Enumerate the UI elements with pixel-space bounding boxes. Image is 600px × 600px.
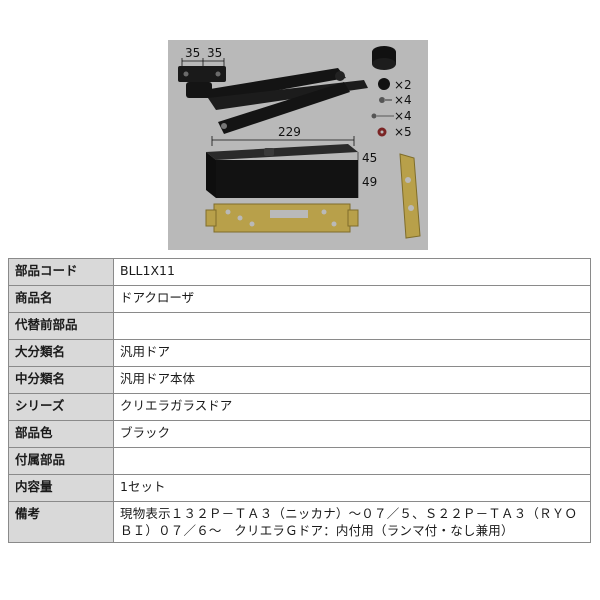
spec-value bbox=[113, 312, 591, 340]
accessory-qty-washer: ×5 bbox=[394, 125, 412, 139]
dim-body-length: 229 bbox=[278, 125, 301, 139]
spec-value: 1セット bbox=[113, 474, 591, 502]
spec-key: 備考 bbox=[8, 501, 114, 543]
spec-key: 部品色 bbox=[8, 420, 114, 448]
spec-key: 内容量 bbox=[8, 474, 114, 502]
spec-row-part-code: 部品コード BLL1X11 bbox=[8, 258, 591, 286]
spec-key: 代替前部品 bbox=[8, 312, 114, 340]
spec-row-product-name: 商品名 ドアクローザ bbox=[8, 285, 591, 313]
product-photo: 35 35 ×2 bbox=[168, 40, 428, 250]
spec-value: BLL1X11 bbox=[113, 258, 591, 286]
dim-body-height-a: 45 bbox=[362, 151, 377, 165]
mounting-plate bbox=[205, 203, 359, 233]
accessory-cap bbox=[372, 46, 396, 70]
spec-value: 汎用ドア bbox=[113, 339, 591, 367]
dim-arm-spacing-b: 35 bbox=[207, 46, 222, 60]
spec-key: 大分類名 bbox=[8, 339, 114, 367]
spec-table: 部品コード BLL1X11 商品名 ドアクローザ 代替前部品 大分類名 汎用ドア… bbox=[8, 258, 591, 543]
dim-arm-spacing-a: 35 bbox=[185, 46, 200, 60]
spec-value: クリエラガラスドア bbox=[113, 393, 591, 421]
spec-value: ブラック bbox=[113, 420, 591, 448]
closer-body bbox=[206, 144, 358, 198]
washer-icon bbox=[377, 127, 387, 137]
spec-key: シリーズ bbox=[8, 393, 114, 421]
spec-value bbox=[113, 447, 591, 475]
closer-arms bbox=[204, 68, 368, 134]
spec-row-color: 部品色 ブラック bbox=[8, 420, 591, 448]
spec-row-middle-category: 中分類名 汎用ドア本体 bbox=[8, 366, 591, 394]
screw-icon bbox=[379, 97, 392, 103]
door-closer-illustration: 35 35 ×2 bbox=[178, 46, 421, 239]
spec-row-replaced-part: 代替前部品 bbox=[8, 312, 591, 340]
accessory-qty-long-screw: ×4 bbox=[394, 109, 412, 123]
spec-value: ドアクローザ bbox=[113, 285, 591, 313]
arm-bracket bbox=[178, 66, 226, 98]
spec-row-series: シリーズ クリエラガラスドア bbox=[8, 393, 591, 421]
spec-value: 汎用ドア本体 bbox=[113, 366, 591, 394]
accessory-qty-cap: ×2 bbox=[394, 78, 412, 92]
spec-row-major-category: 大分類名 汎用ドア bbox=[8, 339, 591, 367]
spec-key: 付属部品 bbox=[8, 447, 114, 475]
spec-key: 商品名 bbox=[8, 285, 114, 313]
adjusting-wrench bbox=[399, 153, 421, 239]
spec-value: 現物表示１３２Ｐ－ＴＡ３（ニッカナ）～０７／５、Ｓ２２Ｐ－ＴＡ３（ＲＹＯＢＩ）０… bbox=[113, 501, 591, 543]
spec-row-accessory-parts: 付属部品 bbox=[8, 447, 591, 475]
spec-key: 中分類名 bbox=[8, 366, 114, 394]
accessory-qty-screw: ×4 bbox=[394, 93, 412, 107]
spec-key: 部品コード bbox=[8, 258, 114, 286]
spec-row-contents: 内容量 1セット bbox=[8, 474, 591, 502]
spec-row-remarks: 備考 現物表示１３２Ｐ－ＴＡ３（ニッカナ）～０７／５、Ｓ２２Ｐ－ＴＡ３（ＲＹＯＢ… bbox=[8, 501, 591, 543]
long-screw-icon bbox=[371, 113, 394, 119]
dim-body-height-b: 49 bbox=[362, 175, 377, 189]
cap-icon bbox=[378, 78, 390, 90]
